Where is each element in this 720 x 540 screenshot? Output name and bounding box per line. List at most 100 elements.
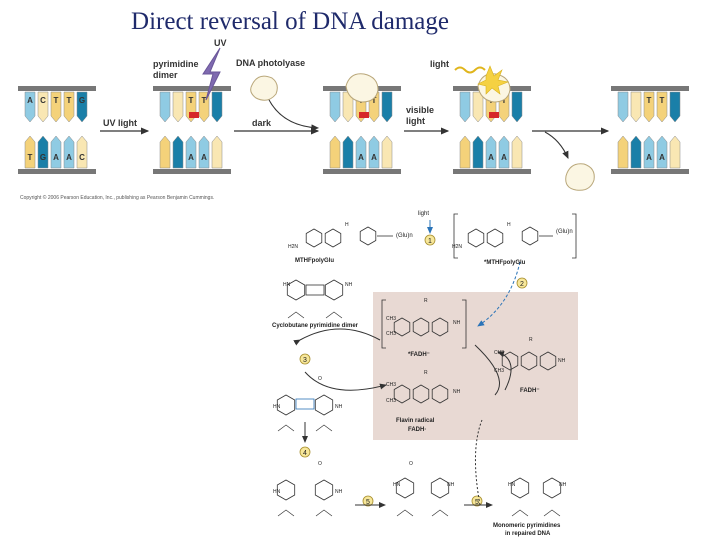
mthf-ring-3 xyxy=(359,226,377,246)
fadh-excited-label: *FADH⁻ xyxy=(408,352,430,358)
nh-label-8: NH xyxy=(559,482,567,488)
dimer-label: dimer xyxy=(153,70,178,80)
base-top xyxy=(24,91,36,123)
base-bottom xyxy=(485,135,497,169)
fadh-bracket-left xyxy=(381,299,386,349)
base-letter-bottom: A xyxy=(188,153,194,162)
split-dimer-ring-1 xyxy=(276,479,296,501)
ch3-label-4: CH3 xyxy=(386,398,396,404)
base-letter-top: T xyxy=(202,96,207,105)
svg-text:5: 5 xyxy=(475,499,479,506)
uv-arrow xyxy=(202,47,221,101)
base-bottom xyxy=(76,135,88,169)
fadh-ring-3 xyxy=(539,351,557,371)
base-bottom xyxy=(185,135,197,169)
base-letter-bottom: A xyxy=(358,153,364,162)
base-letter-bottom: A xyxy=(201,153,207,162)
mthf-excited-ring-1 xyxy=(467,228,485,248)
dna-photolyase-label: DNA photolyase xyxy=(236,58,305,68)
bracket-left xyxy=(453,213,458,259)
base-bottom xyxy=(643,135,655,169)
sugar-10 xyxy=(543,509,561,517)
visible-light-label: light xyxy=(406,116,425,126)
base-letter-top: T xyxy=(54,96,59,105)
sugar-6 xyxy=(315,509,333,517)
hn-label-2: HN xyxy=(273,404,281,410)
base-letter-top: G xyxy=(79,96,85,105)
fadh-excited-ring-1 xyxy=(393,317,411,337)
fadh-excited-ring-2 xyxy=(412,317,430,337)
base-letter-bottom: A xyxy=(53,153,59,162)
sugar-2 xyxy=(325,311,343,319)
base-bottom xyxy=(459,135,471,169)
nh-label-6: NH xyxy=(335,489,343,495)
base-letter-top: A xyxy=(27,96,33,105)
bracket-right xyxy=(572,213,577,259)
base-bottom xyxy=(172,135,184,169)
intermediate-ring-2 xyxy=(430,477,450,499)
base-bottom xyxy=(498,135,510,169)
glu-label-1: (Glu)n xyxy=(396,233,413,239)
released-photolyase xyxy=(565,163,595,191)
dark-label: dark xyxy=(252,118,272,128)
backbone-bottom xyxy=(611,169,689,174)
nh-label-5: NH xyxy=(335,404,343,410)
base-letter-bottom: A xyxy=(488,153,494,162)
base-top xyxy=(159,91,171,123)
mthf-excited-ring-3 xyxy=(521,226,539,246)
hn-label-1: HN xyxy=(283,282,291,288)
base-top xyxy=(511,91,523,123)
base-top xyxy=(459,91,471,123)
r-label-3: R xyxy=(529,337,533,343)
sugar-8 xyxy=(431,509,449,517)
mthf-excited-label: *MTHFpolyGlu xyxy=(484,260,526,266)
visible-label: visible xyxy=(406,105,434,115)
o-label-2: O xyxy=(318,461,322,467)
base-bottom xyxy=(198,135,210,169)
regeneration-arrow xyxy=(497,351,512,391)
base-bottom xyxy=(329,135,341,169)
base-bottom xyxy=(472,135,484,169)
cyclobutane-ring xyxy=(305,284,325,296)
base-top xyxy=(669,91,681,123)
svg-text:1: 1 xyxy=(428,238,432,245)
pyrimidine-label: pyrimidine xyxy=(153,59,199,69)
base-letter-bottom: A xyxy=(659,153,665,162)
ch3-label-3: CH3 xyxy=(386,382,396,388)
light-label: light xyxy=(430,59,449,69)
sugar-4 xyxy=(315,424,333,432)
base-top xyxy=(172,91,184,123)
base-top xyxy=(76,91,88,123)
svg-text:3: 3 xyxy=(303,357,307,364)
mthf-ring-2 xyxy=(324,228,342,248)
base-bottom xyxy=(211,135,223,169)
h2n-label-2: H2N xyxy=(452,244,462,250)
o-label-1: O xyxy=(318,376,322,382)
base-top xyxy=(656,91,668,123)
backbone-top xyxy=(611,86,689,91)
svg-text:5: 5 xyxy=(366,499,370,506)
step-circle-3: 3 xyxy=(299,353,311,365)
ch3-label-2: CH3 xyxy=(386,331,396,337)
energy-transfer-arrow xyxy=(477,261,521,327)
fadh-bracket-right xyxy=(462,299,467,349)
radical-dimer-ring-2 xyxy=(314,394,334,416)
base-bottom xyxy=(50,135,62,169)
cycle-arrow-left xyxy=(304,371,387,391)
base-top xyxy=(381,91,393,123)
cycle-arrow-top xyxy=(293,328,381,346)
nh-label-2: NH xyxy=(453,320,461,326)
base-top xyxy=(630,91,642,123)
ch3-label-6: CH3 xyxy=(494,368,504,374)
base-bottom xyxy=(630,135,642,169)
radical-dimer-ring-1 xyxy=(276,394,296,416)
base-bottom xyxy=(368,135,380,169)
base-bottom xyxy=(656,135,668,169)
base-bottom xyxy=(511,135,523,169)
nh-label-4: NH xyxy=(558,358,566,364)
base-top xyxy=(329,91,341,123)
repaired-dna-label: in repaired DNA xyxy=(505,531,551,537)
sugar-3 xyxy=(277,424,295,432)
flavin-radical-label: Flavin radical xyxy=(396,418,435,424)
